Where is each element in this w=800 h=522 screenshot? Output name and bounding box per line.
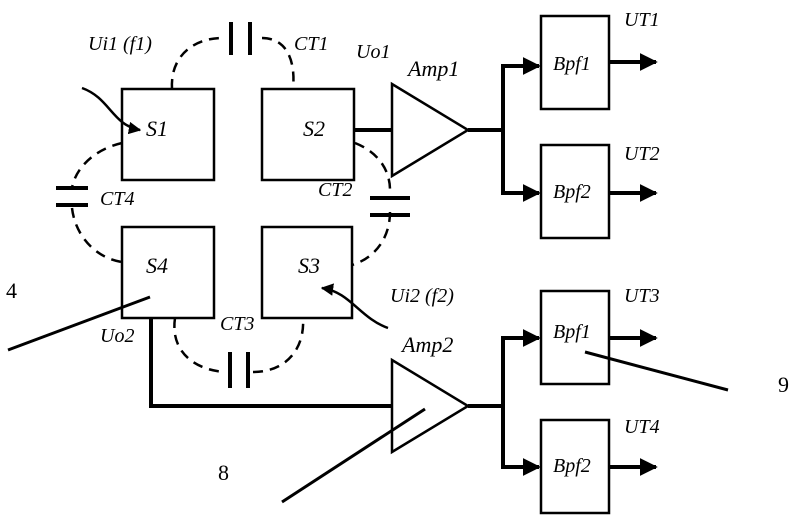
block-s1 <box>120 87 216 182</box>
input-ui2-lead <box>320 283 389 330</box>
block-s4 <box>120 225 216 320</box>
coupling-loop-right-b <box>351 211 392 267</box>
capacitor-ct2 <box>370 196 410 217</box>
coupling-loop-bottom <box>173 317 226 374</box>
reference-number-8: 8 <box>218 460 229 485</box>
wire-to-bp3 <box>501 329 541 406</box>
label-ut2: UT2 <box>624 143 660 165</box>
label-uo2: Uo2 <box>100 325 134 347</box>
label-ui1: Ui1 (f1) <box>88 33 152 55</box>
wire-s4-amp2 <box>149 318 392 408</box>
label-ct3: CT3 <box>220 313 254 335</box>
capacitor-ct1 <box>229 22 252 55</box>
capacitor-ct4 <box>56 186 88 207</box>
label-s3: S3 <box>298 253 320 278</box>
input-ui1-lead <box>81 86 142 135</box>
label-ut4: UT4 <box>624 416 660 438</box>
label-bp4: Bpf2 <box>553 455 591 477</box>
label-s4: S4 <box>146 253 168 278</box>
reference-number-4: 4 <box>6 278 17 303</box>
label-bp3: Bpf1 <box>553 321 591 343</box>
coupling-loop-right <box>354 141 392 191</box>
label-ct2: CT2 <box>318 179 352 201</box>
amplifier-amp2 <box>390 357 471 455</box>
amplifier-amp1 <box>390 81 471 179</box>
label-bp1: Bpf1 <box>553 53 591 75</box>
label-amp2: Amp2 <box>400 332 453 357</box>
capacitor-ct3 <box>228 352 250 388</box>
filter-bp4 <box>539 418 611 515</box>
pointer-9 <box>584 350 729 392</box>
coupling-loop-top-r <box>261 36 295 90</box>
reference-number-9: 9 <box>778 372 789 397</box>
label-s1: S1 <box>146 116 168 141</box>
label-uo1: Uo1 <box>356 41 390 63</box>
label-ct4: CT4 <box>100 188 134 210</box>
block-s2 <box>260 87 356 182</box>
wire-to-bp1 <box>501 57 541 130</box>
wire-to-bp2 <box>501 130 541 202</box>
coupling-loop-left <box>70 141 123 189</box>
label-ui2: Ui2 (f2) <box>390 285 454 307</box>
label-amp1: Amp1 <box>406 56 459 81</box>
label-ct1: CT1 <box>294 33 328 55</box>
label-bp2: Bpf2 <box>553 181 591 203</box>
label-ut3: UT3 <box>624 285 660 307</box>
wire-to-bp4 <box>501 406 541 476</box>
pointer-8 <box>281 407 426 504</box>
label-ut1: UT1 <box>624 9 660 31</box>
coupling-loop-left-b <box>70 207 123 264</box>
pointer-4 <box>7 295 151 352</box>
coupling-loop-bottom-r <box>252 317 305 374</box>
coupling-loop-top <box>170 36 223 90</box>
block-s3 <box>260 225 354 320</box>
label-s2: S2 <box>303 116 325 141</box>
